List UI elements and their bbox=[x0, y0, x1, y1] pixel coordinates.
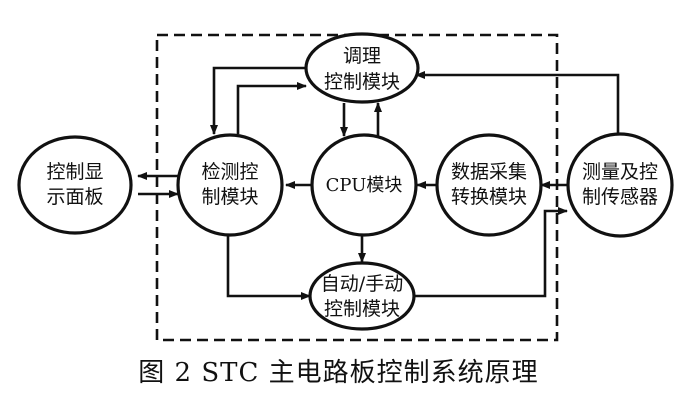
node-label: 数据采集 bbox=[451, 161, 527, 183]
figure-caption: 图 2 STC 主电路板控制系统原理 bbox=[138, 358, 539, 388]
node-measurement-control-sensor: 测量及控 制传感器 bbox=[566, 132, 674, 238]
node-auto-manual-control-module: 自动/手动 控制模块 bbox=[308, 261, 416, 331]
node-label: 测量及控 bbox=[582, 161, 658, 183]
node-label: 转换模块 bbox=[451, 186, 527, 208]
node-label: 制传感器 bbox=[582, 186, 658, 208]
node-cpu-module: CPU模块 bbox=[310, 133, 418, 237]
node-label: 控制显 bbox=[46, 161, 103, 183]
connectors bbox=[137, 66, 620, 300]
arrow-conditioning-to-detection bbox=[210, 66, 306, 135]
arrow-detection-to-conditioning bbox=[236, 82, 307, 134]
node-data-acquisition-conversion-module: 数据采集 转换模块 bbox=[435, 133, 543, 237]
arrow-detection-to-auto-manual bbox=[226, 234, 311, 300]
arrow-sensor-to-conditioning bbox=[415, 71, 620, 134]
main-board-boundary bbox=[155, 33, 559, 342]
node-label: 制模块 bbox=[201, 186, 258, 208]
node-label: 检测控 bbox=[201, 161, 258, 183]
node-label: CPU模块 bbox=[326, 175, 403, 196]
node-label: 调理 bbox=[343, 45, 381, 67]
node-detection-control-module: 检测控 制模块 bbox=[176, 133, 284, 237]
node-label: 控制模块 bbox=[324, 298, 400, 320]
arrow-auto-manual-to-sensor bbox=[414, 207, 568, 298]
node-label: 自动/手动 bbox=[321, 273, 403, 295]
node-conditioning-control-module: 调理 控制模块 bbox=[304, 32, 420, 104]
node-label: 控制模块 bbox=[324, 71, 400, 93]
node-control-display-panel: 控制显 示面板 bbox=[17, 135, 133, 235]
node-label: 示面板 bbox=[46, 186, 103, 208]
control-system-diagram: 控制显 示面板 检测控 制模块 调理 控制模块 CPU模块 自动/手动 控制模块… bbox=[17, 32, 674, 342]
